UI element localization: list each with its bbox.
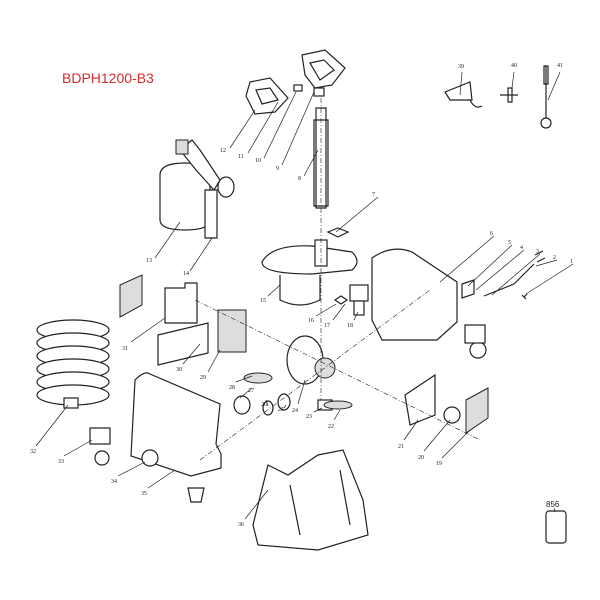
part-32-drawing	[36, 319, 110, 409]
part-39-drawing	[444, 81, 483, 108]
part-label: 34	[111, 479, 117, 485]
part-label: 33	[58, 459, 64, 465]
leader-lines	[35, 71, 574, 520]
part-18-drawing	[349, 284, 369, 302]
part-label: 40	[511, 63, 517, 69]
part-label: 30	[176, 367, 182, 373]
part-label: 10	[255, 158, 261, 164]
part-2-drawing	[534, 250, 546, 263]
part-label: 2	[553, 255, 556, 261]
part-29-drawing	[217, 309, 247, 353]
part-label: 17	[324, 323, 330, 329]
part-label: 21	[398, 444, 404, 450]
part-12-drawing	[245, 77, 289, 115]
part-label: 31	[122, 346, 128, 352]
part-14-drawing	[204, 189, 218, 239]
part-label: 15	[260, 298, 266, 304]
part-label: 39	[458, 64, 464, 70]
part-9-drawing	[301, 49, 346, 89]
part-label: 5	[508, 240, 511, 246]
part-label: 20	[418, 455, 424, 461]
part-label: 36	[238, 522, 244, 528]
part-33-drawing	[89, 427, 111, 445]
part-label: 26	[261, 402, 267, 408]
part-label: 6	[490, 231, 493, 237]
part-6-drawing	[371, 248, 458, 341]
model-number: BDPH1200-B3	[62, 70, 154, 86]
part-label: 28	[229, 385, 235, 391]
part-label: 19	[436, 461, 442, 467]
part-drawings	[36, 49, 567, 551]
part-label: 856	[546, 500, 560, 509]
part-label: 7	[372, 192, 375, 198]
part-5-drawing	[461, 279, 475, 299]
part-36-drawing	[252, 449, 369, 551]
motor-drawing	[286, 335, 324, 385]
part-label: 41	[557, 63, 563, 69]
part-label: 35	[141, 491, 147, 497]
part-label: 29	[200, 375, 206, 381]
part-27-drawing	[233, 395, 251, 415]
part-label: 12	[220, 148, 226, 154]
part-3-drawing	[483, 263, 535, 297]
part-label: 8	[298, 176, 301, 182]
part-21-drawing	[404, 373, 436, 426]
part-label: 32	[30, 449, 36, 455]
part-label: 1	[570, 259, 573, 265]
part-1-drawing	[521, 293, 528, 300]
part-label: 4	[520, 245, 523, 251]
part-856-drawing	[545, 510, 567, 544]
part-label: 16	[308, 318, 314, 324]
part-20-drawing	[443, 406, 461, 424]
part-label: 18	[347, 323, 353, 329]
part-22-drawing	[323, 400, 353, 410]
part-40-drawing	[500, 87, 518, 103]
part-label: 25	[278, 407, 284, 413]
part-label: 22	[328, 424, 334, 430]
part-label: 9	[276, 166, 279, 172]
part-30-drawing	[157, 322, 209, 366]
part-label: 3	[536, 249, 539, 255]
part-label: 24	[292, 408, 298, 414]
part-19-drawing	[465, 387, 489, 434]
part-label: 27	[248, 388, 254, 394]
part-41-drawing	[543, 65, 549, 118]
part-label: 14	[183, 271, 189, 277]
part-label: 11	[238, 154, 244, 160]
part-labels: 39 40 41 12 11 10 9 8 7 6 5 4 3 2 1 13 1…	[30, 63, 573, 528]
part-16-drawing	[333, 295, 349, 305]
part-15-drawing	[261, 245, 358, 306]
part-7-drawing	[326, 227, 350, 238]
part-31-drawing	[164, 282, 198, 324]
part-label: 13	[146, 258, 152, 264]
part-28-drawing	[243, 372, 273, 384]
part-label: 23	[306, 414, 312, 420]
